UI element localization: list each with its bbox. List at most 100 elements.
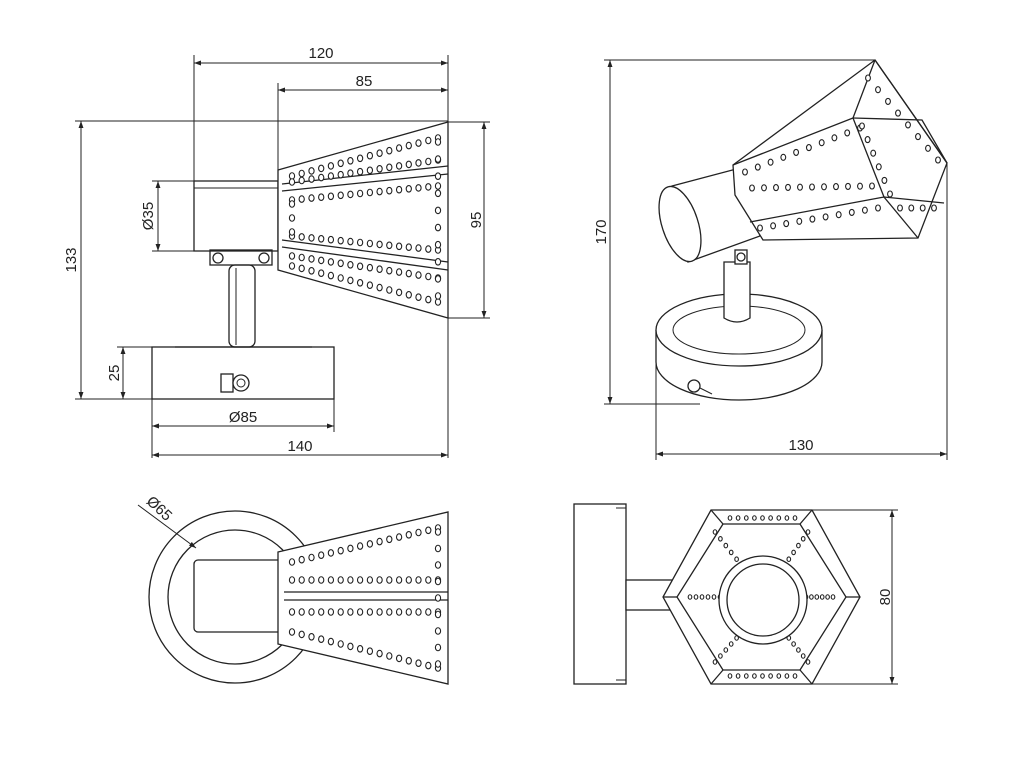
perforation-dot <box>298 176 305 185</box>
perforation-dot <box>405 290 412 299</box>
perforation-dot <box>434 240 442 249</box>
perforation-dot <box>723 647 729 653</box>
perforation-dot <box>395 576 403 584</box>
perforation-dot <box>818 139 825 147</box>
perforation-dot <box>347 576 354 584</box>
perforation-dot <box>298 555 305 564</box>
top-arm <box>193 559 285 633</box>
perforation-dot <box>712 659 718 665</box>
dim-persp-width: 130 <box>788 437 813 454</box>
perforation-dot <box>356 576 364 584</box>
perforation-dot <box>366 151 374 160</box>
perforation-dot <box>814 594 820 600</box>
perforation-dot <box>376 265 383 274</box>
perforation-dot <box>308 553 315 562</box>
perforation-dot <box>337 191 344 200</box>
perforation-dot <box>356 238 364 247</box>
perforation-dot <box>693 594 699 600</box>
perforation-dot <box>356 189 364 198</box>
perforation-dot <box>318 256 325 265</box>
perforation-dot <box>386 608 393 616</box>
perforation-dot <box>298 608 305 616</box>
perforation-dot <box>298 264 305 273</box>
perforation-dot <box>318 269 325 278</box>
perforation-dot <box>327 192 335 201</box>
perforation-dot <box>434 257 442 266</box>
perforation-dot <box>434 627 442 635</box>
perforation-dot <box>761 184 767 192</box>
perforation-dot <box>865 74 871 82</box>
perforation-dot <box>434 223 442 232</box>
perforation-dot <box>796 217 803 225</box>
screw-icon <box>687 379 713 395</box>
perforation-dot <box>356 278 364 287</box>
perforation-dot <box>875 204 881 212</box>
perforation-dot <box>288 608 296 616</box>
perforation-dot <box>376 649 383 658</box>
perforation-dot <box>830 594 836 600</box>
perforation-dot <box>415 159 422 167</box>
perforation-dot <box>347 260 354 269</box>
perforation-dot <box>298 195 305 203</box>
perforation-dot <box>728 641 734 647</box>
top-shade <box>277 511 449 685</box>
perforation-dot <box>908 204 915 212</box>
perforation-dot <box>919 204 926 212</box>
perforation-dot <box>859 122 865 130</box>
perforation-dot <box>833 183 839 191</box>
perforation-dot <box>825 594 830 600</box>
front-joint <box>209 249 273 266</box>
perforation-dot <box>848 208 855 216</box>
perforation-dot <box>792 673 798 679</box>
perforation-dot <box>869 182 875 190</box>
perforation-dot <box>366 540 374 548</box>
perforation-dot <box>415 184 422 192</box>
perforation-dot <box>415 576 422 584</box>
perforation-dot <box>925 144 931 152</box>
dim-persp-height: 170 <box>593 219 610 244</box>
perforation-dot <box>298 253 305 262</box>
perforation-dot <box>752 515 757 521</box>
perforation-dot <box>347 608 354 616</box>
perforation-dot <box>711 594 717 600</box>
perforation-dot <box>835 211 842 219</box>
perforation-dot <box>405 608 412 616</box>
top-view: Ø65 <box>137 493 449 685</box>
perforation-dot <box>768 515 773 521</box>
perforation-dot <box>327 608 335 616</box>
perforation-dot <box>857 182 863 190</box>
perforation-dot <box>805 144 812 152</box>
perforation-dot <box>844 129 851 137</box>
perforation-dot <box>405 141 412 150</box>
perforation-dot <box>434 610 442 619</box>
perforation-dot <box>288 214 296 222</box>
perforation-dot <box>405 576 412 584</box>
perforation-dot <box>288 628 296 636</box>
perforation-dot <box>821 183 827 191</box>
perforation-dot <box>366 239 374 248</box>
perforation-dot <box>347 169 354 177</box>
perforation-dot <box>743 515 749 521</box>
perforation-dot <box>434 292 442 300</box>
perforation-dot <box>727 515 733 521</box>
dim-shade-height: 95 <box>468 212 485 229</box>
perforation-dot <box>318 608 325 616</box>
perforation-dot <box>347 544 354 553</box>
perforation-dot <box>897 204 903 212</box>
perforation-dot <box>805 529 811 535</box>
perforation-dot <box>831 134 838 142</box>
perforation-dot <box>327 235 335 244</box>
perforation-dot <box>875 163 882 171</box>
perforation-dot <box>425 526 432 535</box>
perforation-dot <box>308 175 315 183</box>
perforation-dot <box>366 608 374 616</box>
perforation-dot <box>288 228 296 236</box>
perforation-dot <box>327 258 335 266</box>
perforation-dot <box>395 533 403 541</box>
perforation-dot <box>386 163 393 172</box>
perforation-dot <box>347 157 354 165</box>
perforation-dot <box>327 162 335 170</box>
perforation-dot <box>415 244 422 252</box>
perforation-dot <box>395 268 403 276</box>
dim-base-height: 25 <box>106 365 123 382</box>
